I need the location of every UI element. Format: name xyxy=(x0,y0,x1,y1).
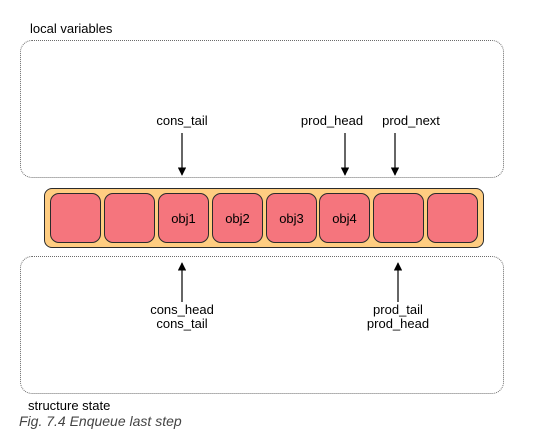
ring-slot-6: obj4 xyxy=(319,193,370,243)
prod-tail-head-label: prod_tail prod_head xyxy=(367,303,429,331)
ring-slot-1 xyxy=(50,193,101,243)
cons-tail-bottom-label: cons_tail xyxy=(156,316,208,331)
cons-head-label: cons_head xyxy=(150,302,214,317)
ring-slot-3: obj1 xyxy=(158,193,209,243)
ring-slot-8 xyxy=(427,193,478,243)
figure-caption: Fig. 7.4 Enqueue last step xyxy=(19,413,182,429)
ring-slot-5: obj3 xyxy=(266,193,317,243)
prod-tail-label: prod_tail xyxy=(373,302,423,317)
ring-slot-2 xyxy=(104,193,155,243)
structure-state-title: structure state xyxy=(28,398,111,413)
structure-state-panel xyxy=(20,256,504,394)
local-variables-panel xyxy=(20,40,504,178)
cons-head-tail-label: cons_head cons_tail xyxy=(150,303,214,331)
cons-tail-top-label: cons_tail xyxy=(156,113,208,128)
prod-head-top-label: prod_head xyxy=(300,113,364,128)
ring-slot-7 xyxy=(373,193,424,243)
local-variables-title: local variables xyxy=(30,21,113,36)
ring-slot-4: obj2 xyxy=(212,193,263,243)
prod-next-top-label: prod_next xyxy=(382,113,440,128)
prod-head-bottom-label: prod_head xyxy=(366,316,430,331)
